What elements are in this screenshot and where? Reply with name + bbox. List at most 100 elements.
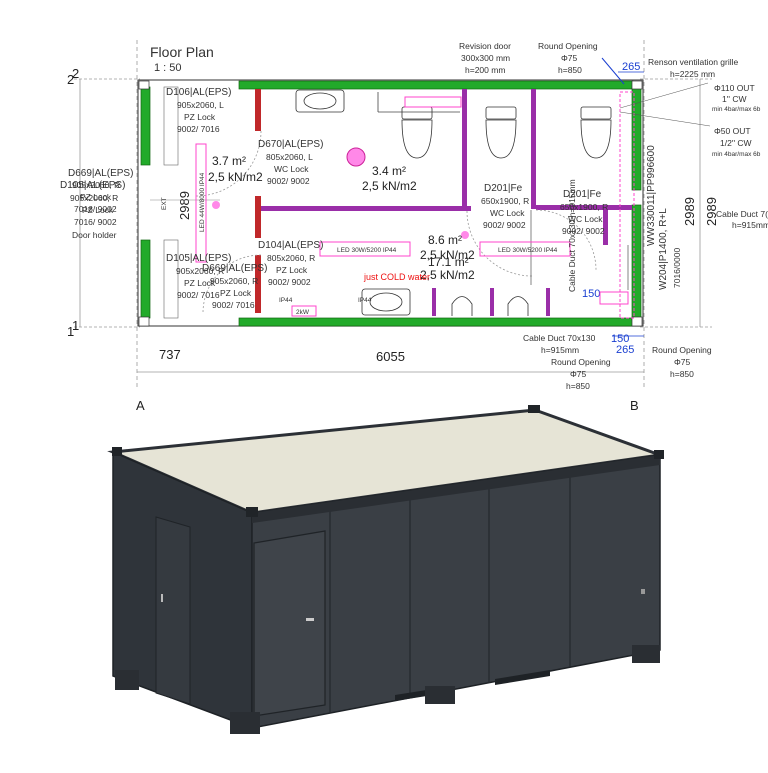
svg-text:Φ50 OUT: Φ50 OUT (714, 126, 751, 136)
svg-text:D201|Fe: D201|Fe (563, 189, 602, 200)
svg-text:h=850: h=850 (670, 369, 694, 379)
svg-text:1'' CW: 1'' CW (722, 94, 747, 104)
annotation-just-cold: just COLD water (363, 272, 430, 282)
dimension-lines (74, 40, 712, 390)
svg-text:Round Opening: Round Opening (551, 357, 611, 367)
electrical-annotations (195, 57, 711, 319)
annotation-revision-door: Revision door 300x300 mm h=200 mm (459, 41, 511, 75)
annotation-led-right: LED 30W/5200 IP44 (498, 247, 558, 254)
door-tag-d201b: D201|Fe 650x1900, R WC Lock 9002/ 9002 (560, 189, 608, 236)
plan-scale: 1 : 50 (154, 62, 182, 74)
partitions (255, 89, 632, 316)
container-foot (632, 645, 660, 663)
svg-text:Φ75: Φ75 (561, 53, 578, 63)
svg-text:Φ110 OUT: Φ110 OUT (714, 83, 755, 93)
room-load-1: 2,5 kN/m2 (208, 170, 263, 184)
svg-text:h=915mm: h=915mm (541, 345, 579, 355)
svg-text:9002/ 9002: 9002/ 9002 (268, 277, 311, 287)
washbasin-icon (295, 89, 345, 113)
annotation-ww-tag: WW330011|PP996600 (646, 145, 657, 246)
dim-width: 6055 (376, 349, 405, 364)
light-point-icon (461, 231, 469, 239)
side-door-handle-icon (306, 618, 314, 621)
svg-text:h=200 mm: h=200 mm (465, 65, 505, 75)
dim-right-150a: 150 (582, 288, 600, 300)
dim-right-vertical-2: 2989 (704, 197, 719, 226)
svg-text:min 4bar/max 6b: min 4bar/max 6b (712, 151, 761, 158)
grid-col-b: B (630, 398, 639, 413)
dim-inner-vertical: 2989 (177, 191, 192, 220)
svg-text:Door holder: Door holder (72, 230, 117, 240)
svg-text:WC Lock: WC Lock (568, 214, 603, 224)
fixtures (195, 89, 629, 316)
dim-right-vertical: 2989 (682, 197, 697, 226)
svg-text:PZ Lock: PZ Lock (184, 278, 216, 288)
container-outline (137, 79, 644, 327)
annotation-out50: Φ50 OUT 1/2'' CW min 4bar/max 6b (712, 126, 761, 158)
svg-text:D669|AL(EPS): D669|AL(EPS) (68, 168, 133, 179)
annotation-renson: Renson ventilation grille h=2225 mm (648, 57, 739, 79)
annotation-cable-right: Cable Duct 7( h=915mm (716, 209, 768, 230)
room-load-4: 2,5 kN/m2 (420, 268, 475, 282)
svg-text:9002/ 9002: 9002/ 9002 (562, 226, 605, 236)
svg-text:Cable Duct 7(: Cable Duct 7( (716, 209, 768, 219)
plan-title: Floor Plan (150, 44, 214, 60)
svg-text:Revision door: Revision door (459, 41, 511, 51)
dim-right-150b: 150 (611, 333, 629, 345)
door-tag-d669-lower: D669|AL(EPS) 905x2060, R PZ Lock 9002/ 7… (202, 263, 267, 310)
grid-col-a: A (136, 398, 145, 413)
room-area-1: 3.7 m² (212, 154, 246, 168)
annotation-w-tag: W204|P1400, R+L (658, 208, 669, 290)
urinal-icon (507, 296, 529, 316)
svg-text:D669|AL(EPS): D669|AL(EPS) (202, 263, 267, 274)
door-tag-d201a: D201|Fe 650x1900, R WC Lock 9002/ 9002 (481, 183, 529, 230)
dim-top-265: 265 (622, 61, 640, 73)
annotation-round-bottom-right: Round Opening Φ75 h=850 (652, 345, 712, 379)
washbasin-icon (361, 288, 411, 316)
light-point-icon (212, 201, 220, 209)
svg-text:905x2060, R: 905x2060, R (176, 266, 224, 276)
grid-row-top-b: 2 (72, 66, 79, 81)
svg-text:Cable Duct 70x130: Cable Duct 70x130 (523, 333, 596, 343)
svg-text:PZ Lock: PZ Lock (184, 112, 216, 122)
svg-text:9002/ 7016: 9002/ 7016 (177, 290, 220, 300)
sensor-icon (346, 147, 366, 167)
door-tag-d104: D104|AL(EPS) 805x2060, R PZ Lock 9002/ 9… (258, 240, 323, 287)
annotation-round-bottom-mid: Round Opening Φ75 h=850 (551, 357, 611, 391)
svg-text:905x2060, R: 905x2060, R (210, 276, 258, 286)
svg-text:650x1900, R: 650x1900, R (560, 202, 608, 212)
container-foot (425, 686, 455, 704)
svg-text:300x300 mm: 300x300 mm (461, 53, 510, 63)
room-load-2: 2,5 kN/m2 (362, 179, 417, 193)
end-door (155, 516, 191, 705)
annotation-out110: Φ110 OUT 1'' CW min 4bar/max 6b (712, 83, 761, 113)
svg-text:PZ Lock: PZ Lock (276, 265, 308, 275)
annotation-round-top: Round Opening Φ75 h=850 (538, 41, 598, 75)
svg-text:7016/ 9002: 7016/ 9002 (74, 204, 117, 214)
door-tag-d670: D670|AL(EPS) 805x2060, L WC Lock 9002/ 9… (258, 139, 323, 186)
vent-icon (641, 589, 645, 594)
svg-text:Φ75: Φ75 (674, 357, 691, 367)
svg-text:9002/ 9002: 9002/ 9002 (483, 220, 526, 230)
svg-text:9002/ 9002: 9002/ 9002 (267, 176, 310, 186)
svg-text:805x2060, R: 805x2060, R (267, 253, 315, 263)
svg-text:D105|AL(EPS): D105|AL(EPS) (60, 180, 125, 191)
svg-text:h=915mm: h=915mm (732, 220, 768, 230)
grid-row-bot-a: 1 (67, 324, 74, 339)
urinal-icon (451, 296, 473, 316)
svg-text:WC Lock: WC Lock (274, 164, 309, 174)
svg-text:650x1900, R: 650x1900, R (481, 196, 529, 206)
room-area-3: 8.6 m² (428, 233, 462, 247)
annotation-kw: 2kW (296, 309, 310, 316)
svg-text:905x2060, R: 905x2060, R (70, 193, 118, 203)
svg-text:7016/ 9002: 7016/ 9002 (74, 217, 117, 227)
door-tag-d106: D106|AL(EPS) 905x2060, L PZ Lock 9002/ 7… (166, 87, 231, 134)
side-door (253, 530, 326, 717)
svg-text:Φ75: Φ75 (570, 369, 587, 379)
room-area-4: 17.1 m² (428, 255, 469, 269)
svg-text:D106|AL(EPS): D106|AL(EPS) (166, 87, 231, 98)
annotation-ext: EXT (161, 197, 168, 210)
annotation-ip44-a: IP44 (279, 297, 293, 304)
